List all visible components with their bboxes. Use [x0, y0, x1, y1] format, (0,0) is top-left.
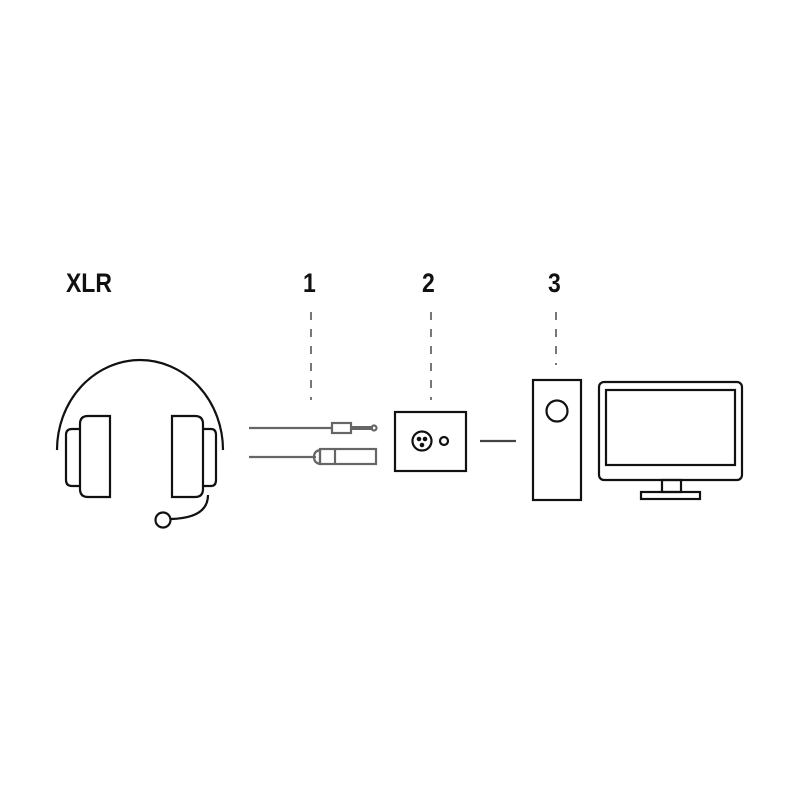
cables — [249, 421, 378, 466]
computer-tower-icon — [531, 378, 583, 502]
step-label-3: 3 — [548, 268, 561, 298]
leader-lines — [310, 312, 557, 400]
headset-icon — [55, 358, 225, 529]
audio-interface-icon — [393, 410, 468, 473]
step-label-2: 2 — [422, 268, 435, 298]
knob-icon — [438, 435, 450, 447]
xlr-port-icon — [411, 430, 433, 452]
step-label-1: 1 — [303, 268, 316, 298]
jack-cable-icon — [249, 421, 378, 435]
monitor-icon — [597, 380, 744, 501]
xlr-cable-icon — [249, 447, 378, 466]
diagram-title: XLR — [66, 268, 112, 298]
